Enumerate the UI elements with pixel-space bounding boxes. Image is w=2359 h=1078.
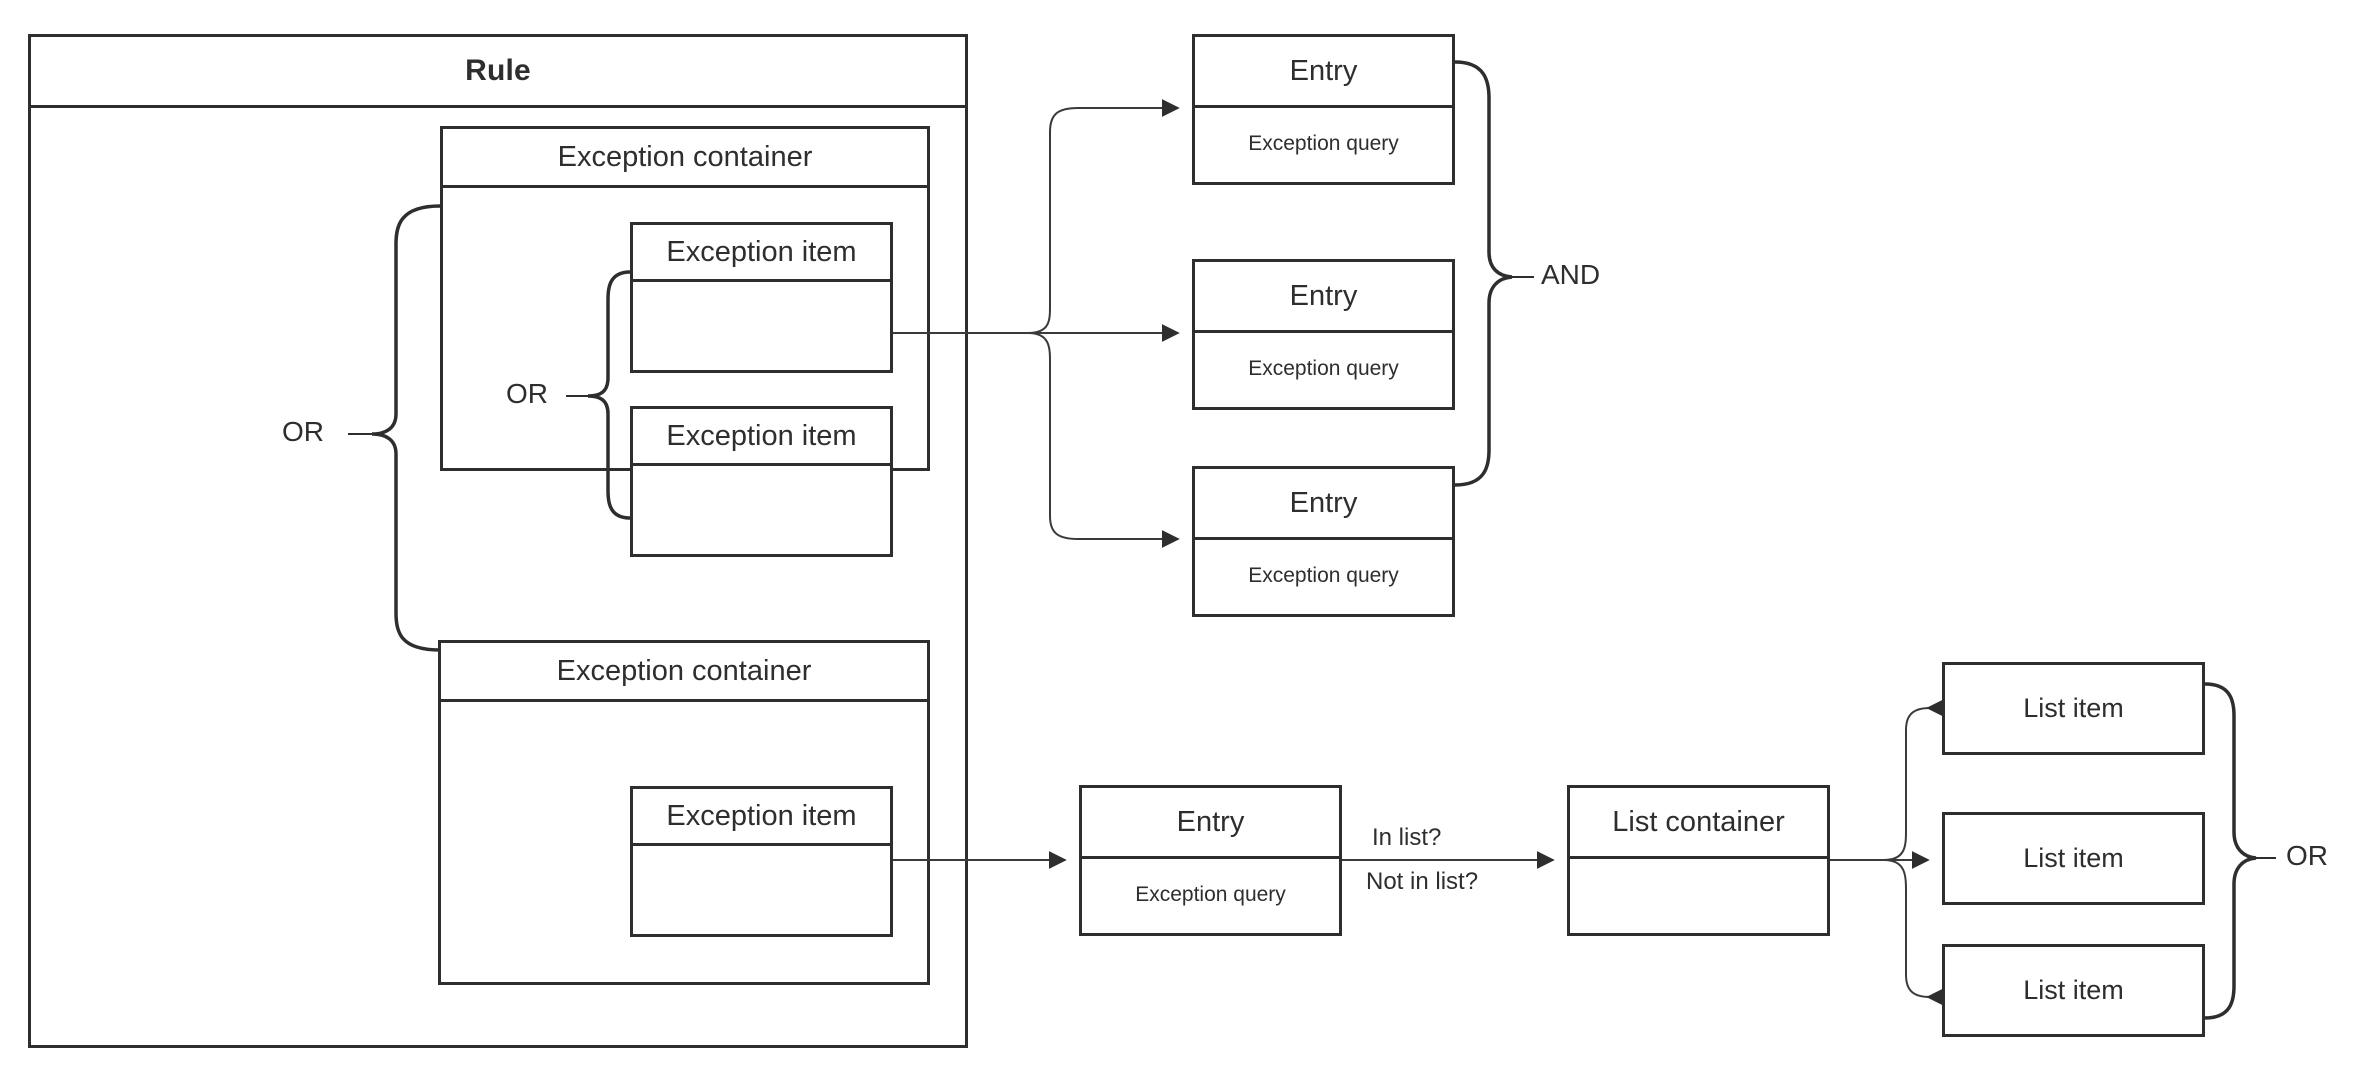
exception-container-2-title: Exception container: [556, 654, 812, 687]
or-label-inner: OR: [506, 378, 548, 410]
list-container-box[interactable]: List container: [1567, 785, 1830, 936]
and-label-text: AND: [1541, 259, 1601, 290]
edge-label-in-list: In list?: [1372, 824, 1441, 852]
or-label-inner-text: OR: [506, 378, 548, 409]
entry-box-2-title: Entry: [1289, 279, 1358, 312]
or-brace-listitems: [2204, 682, 2276, 1020]
exception-container-2-header: Exception container: [441, 643, 927, 702]
entry-box-2-body: Exception query: [1195, 330, 1452, 407]
entry-box-2-subtitle: Exception query: [1248, 356, 1399, 380]
list-item-box-1[interactable]: List item: [1942, 662, 2205, 755]
and-label: AND: [1541, 259, 1600, 291]
exception-item-2-1[interactable]: Exception item: [630, 786, 893, 937]
list-item-box-3-body: List item: [1945, 947, 2202, 1034]
list-entry-box-header: Entry: [1082, 788, 1339, 859]
list-container-title: List container: [1612, 805, 1785, 838]
entry-box-1-header: Entry: [1195, 37, 1452, 108]
exception-container-1-title: Exception container: [557, 140, 813, 173]
list-entry-box[interactable]: Entry Exception query: [1079, 785, 1342, 936]
exception-item-1-1-header: Exception item: [633, 225, 890, 282]
list-item-box-3-label: List item: [2023, 975, 2124, 1005]
exception-item-1-2-title: Exception item: [666, 419, 857, 452]
exception-item-1-2-header: Exception item: [633, 409, 890, 466]
entry-box-3-subtitle: Exception query: [1248, 563, 1399, 587]
edge-label-not-in-list: Not in list?: [1366, 868, 1478, 896]
list-item-box-2-label: List item: [2023, 843, 2124, 873]
rule-title: Rule: [465, 54, 531, 87]
exception-item-1-2[interactable]: Exception item: [630, 406, 893, 557]
or-label-listitems: OR: [2286, 840, 2328, 872]
or-label-listitems-text: OR: [2286, 840, 2328, 871]
list-entry-box-title: Entry: [1176, 805, 1245, 838]
entry-box-2[interactable]: Entry Exception query: [1192, 259, 1455, 410]
entry-box-3-body: Exception query: [1195, 537, 1452, 614]
list-container-body: [1570, 856, 1827, 933]
exception-item-2-1-title: Exception item: [666, 799, 857, 832]
exception-item-1-1-body: [633, 279, 890, 370]
exception-item-1-1-title: Exception item: [666, 235, 857, 268]
list-item-box-3[interactable]: List item: [1942, 944, 2205, 1037]
or-label-outer-text: OR: [282, 416, 324, 447]
exception-item-1-2-body: [633, 463, 890, 554]
edge-label-in-list-text: In list?: [1372, 824, 1442, 851]
exception-item-2-1-body: [633, 843, 890, 934]
entry-box-3[interactable]: Entry Exception query: [1192, 466, 1455, 617]
entry-box-1[interactable]: Entry Exception query: [1192, 34, 1455, 185]
exception-item-2-1-header: Exception item: [633, 789, 890, 846]
list-item-box-2-body: List item: [1945, 815, 2202, 902]
list-entry-box-body: Exception query: [1082, 856, 1339, 933]
list-item-box-1-body: List item: [1945, 665, 2202, 752]
edge-listcontainer-to-listitems: [1830, 699, 1945, 1006]
exception-container-1-header: Exception container: [443, 129, 927, 188]
list-container-header: List container: [1570, 788, 1827, 859]
and-brace: [1454, 60, 1534, 487]
entry-box-3-header: Entry: [1195, 469, 1452, 540]
entry-box-2-header: Entry: [1195, 262, 1452, 333]
rule-header: Rule: [31, 37, 965, 108]
list-item-box-2[interactable]: List item: [1942, 812, 2205, 905]
exception-item-1-1[interactable]: Exception item: [630, 222, 893, 373]
entry-box-1-body: Exception query: [1195, 105, 1452, 182]
entry-box-1-subtitle: Exception query: [1248, 131, 1399, 155]
entry-box-1-title: Entry: [1289, 54, 1358, 87]
entry-box-3-title: Entry: [1289, 486, 1358, 519]
list-entry-box-subtitle: Exception query: [1135, 882, 1286, 906]
or-label-outer: OR: [282, 416, 324, 448]
edge-label-not-in-list-text: Not in list?: [1366, 868, 1479, 895]
list-item-box-1-label: List item: [2023, 693, 2124, 723]
